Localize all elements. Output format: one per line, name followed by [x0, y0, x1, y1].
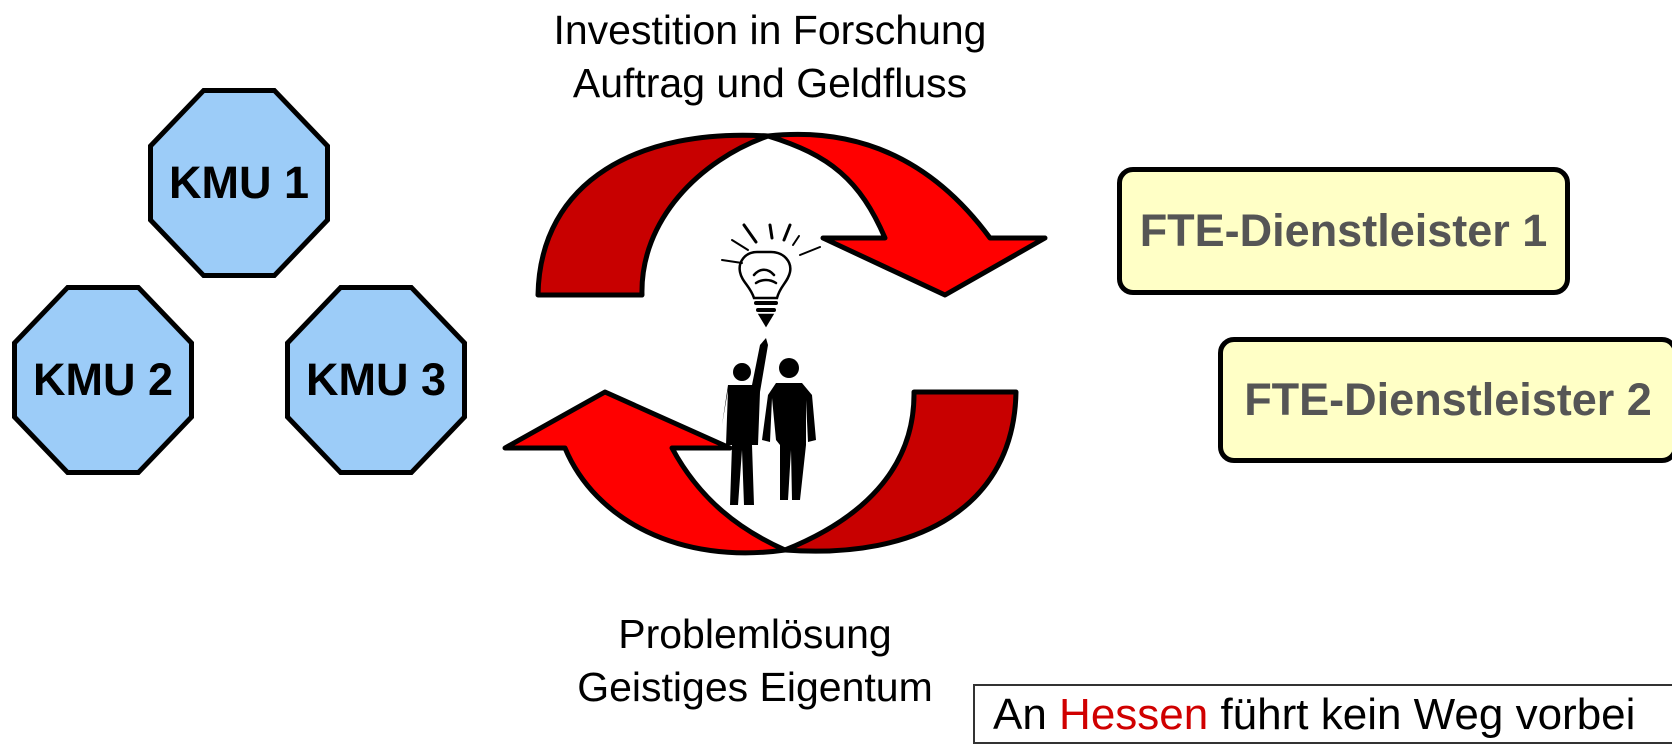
- circular-arrows-icon: [502, 131, 1048, 556]
- bottom-arrow-dark-half: [782, 389, 1019, 554]
- notice-banner: An Hessen führt kein Weg vorbei: [973, 684, 1672, 744]
- top-arrow-dark-half: [535, 132, 771, 298]
- caption-research-investment: Investition in Forschung Auftrag und Gel…: [540, 4, 1000, 110]
- kmu-1-label: KMU 1: [168, 157, 309, 208]
- bottom-arrow-light-half: [502, 389, 788, 556]
- kmu-1-octagon: KMU 1: [148, 88, 330, 278]
- top-arrow-light-half: [765, 131, 1048, 298]
- lightbulb-icon: [721, 223, 821, 328]
- kmu-2-octagon: KMU 2: [12, 285, 194, 475]
- notice-text-post: führt kein Weg vorbei: [1208, 690, 1636, 739]
- fte-service-provider-2-label: FTE-Dienstleister 2: [1244, 374, 1652, 425]
- fte-service-provider-1-label: FTE-Dienstleister 1: [1139, 205, 1548, 256]
- caption-bottom-line-1: Problemlösung: [618, 611, 892, 657]
- caption-problem-solution: Problemlösung Geistiges Eigentum: [545, 608, 965, 714]
- caption-top-line-1: Investition in Forschung: [553, 7, 987, 53]
- kmu-2-label: KMU 2: [32, 354, 173, 405]
- two-people-silhouette-icon: [722, 338, 816, 505]
- fte-service-provider-2: FTE-Dienstleister 2: [1218, 337, 1672, 463]
- kmu-3-octagon: KMU 3: [285, 285, 467, 475]
- caption-top-line-2: Auftrag und Geldfluss: [572, 60, 968, 106]
- fte-service-provider-1: FTE-Dienstleister 1: [1117, 167, 1570, 295]
- caption-bottom-line-2: Geistiges Eigentum: [577, 664, 933, 710]
- notice-text-pre: An: [993, 690, 1060, 739]
- notice-highlight: Hessen: [1059, 690, 1209, 739]
- kmu-3-label: KMU 3: [305, 354, 446, 405]
